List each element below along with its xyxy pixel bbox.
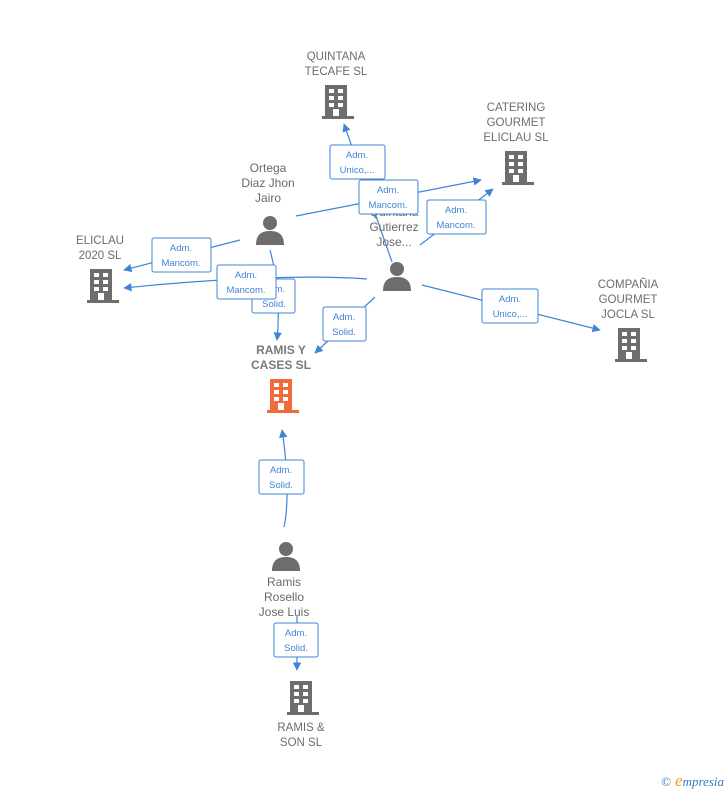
edge-label-line: Adm.	[499, 294, 521, 305]
edge-label-box	[273, 622, 319, 658]
edge-label-qg-catering[interactable]: Adm. Mancom.	[426, 199, 487, 235]
building-icon	[615, 328, 647, 362]
node-label-line: Ramis	[267, 575, 301, 589]
edge-label-box	[358, 179, 419, 215]
node-label-line: CASES SL	[251, 358, 311, 372]
node-label-line: GOURMET	[487, 117, 546, 129]
node-label-line: Jose Luis	[259, 605, 310, 619]
edge-label-box	[151, 237, 212, 273]
node-label-line: COMPAÑIA	[598, 278, 659, 291]
node-label-line: ELICLAU	[76, 235, 124, 247]
person-icon	[383, 262, 411, 291]
node-ramis-cases[interactable]: RAMIS Y CASES SL	[251, 343, 311, 413]
edge-label-qg-compania[interactable]: Adm. Unico,...	[481, 288, 539, 324]
node-label-line: RAMIS &	[277, 722, 325, 734]
edge-label-box	[216, 264, 277, 300]
edge-label-line: Mancom.	[436, 220, 475, 231]
node-label-line: QUINTANA	[307, 51, 366, 63]
edge-label-ortega-catering[interactable]: Adm. Mancom.	[358, 179, 419, 215]
node-compania-gourmet[interactable]: COMPAÑIA GOURMET JOCLA SL	[598, 278, 659, 362]
node-label-line: TECAFE SL	[305, 66, 368, 78]
edge-label-line: Adm.	[346, 150, 368, 161]
node-ramis-son[interactable]: RAMIS & SON SL	[277, 681, 325, 749]
edge-label-rosello-ramis[interactable]: Adm. Solid.	[258, 459, 305, 495]
edge-label-line: Adm.	[170, 243, 192, 254]
node-label-line: ELICLAU SL	[483, 132, 549, 144]
building-icon	[287, 681, 319, 715]
edge-label-line: Adm.	[445, 205, 467, 216]
node-label-line: Rosello	[264, 590, 304, 604]
node-label-line: Gutierrez	[369, 220, 418, 234]
edge-label-line: Unico,...	[340, 165, 375, 176]
building-icon	[267, 379, 299, 413]
building-icon	[87, 269, 119, 303]
edge-label-line: Adm.	[235, 270, 257, 281]
edge-label-line: Adm.	[377, 185, 399, 196]
edge-label-line: Solid.	[332, 327, 356, 338]
node-ramis-rosello[interactable]: Ramis Rosello Jose Luis	[259, 542, 310, 619]
person-icon	[256, 216, 284, 245]
edge-label-line: Adm.	[270, 465, 292, 476]
node-ortega[interactable]: Ortega Diaz Jhon Jairo	[241, 161, 295, 245]
edge-label-line: Unico,...	[493, 309, 528, 320]
edge-label-line: Solid.	[262, 299, 286, 310]
node-quintana-tecafe[interactable]: QUINTANA TECAFE SL	[305, 51, 368, 119]
edge-label-box	[329, 144, 386, 180]
node-label-line: Ortega	[250, 161, 287, 175]
edge-label-line: Adm.	[285, 628, 307, 639]
node-label-line: Jairo	[255, 191, 281, 205]
brand-initial: e	[675, 771, 683, 790]
edge-label-box	[258, 459, 305, 495]
edge-label-line: Mancom.	[161, 258, 200, 269]
edge-label-qg-tecafe[interactable]: Adm. Unico,...	[329, 144, 386, 180]
edge-label-ortega-eliclau[interactable]: Adm. Mancom.	[151, 237, 212, 273]
edge-label-line: Adm.	[333, 312, 355, 323]
node-quintana-gutierrez[interactable]: Quintana Gutierrez Jose...	[369, 205, 419, 291]
building-icon	[502, 151, 534, 185]
node-label-line: JOCLA SL	[601, 309, 655, 321]
edge-label-line: Solid.	[284, 643, 308, 654]
node-label-line: GOURMET	[599, 294, 658, 306]
node-label-line: Jose...	[376, 235, 411, 249]
brand-logo: ©empresia	[661, 771, 724, 791]
person-icon	[272, 542, 300, 571]
building-icon	[322, 85, 354, 119]
edge-label-line: Mancom.	[368, 200, 407, 211]
brand-name: mpresia	[682, 774, 724, 789]
edge-label-qg-eliclau[interactable]: Adm. Mancom.	[216, 264, 277, 300]
edge-label-line: Mancom.	[226, 285, 265, 296]
edge-label-rosello-son[interactable]: Adm. Solid.	[273, 622, 319, 658]
node-label-line: CATERING	[487, 102, 546, 114]
node-label-line: 2020 SL	[79, 250, 122, 262]
edge-label-line: Solid.	[269, 480, 293, 491]
node-label-line: SON SL	[280, 737, 323, 749]
node-catering-gourmet[interactable]: CATERING GOURMET ELICLAU SL	[483, 102, 549, 185]
node-eliclau-2020[interactable]: ELICLAU 2020 SL	[76, 235, 124, 303]
node-label-line: RAMIS Y	[256, 343, 306, 357]
copyright-symbol: ©	[661, 774, 672, 789]
edge-label-box	[481, 288, 539, 324]
node-label-line: Diaz Jhon	[241, 176, 294, 190]
edge-label-box	[322, 306, 367, 342]
edge-label-box	[426, 199, 487, 235]
edge-label-qg-ramis[interactable]: Adm. Solid.	[322, 306, 367, 342]
